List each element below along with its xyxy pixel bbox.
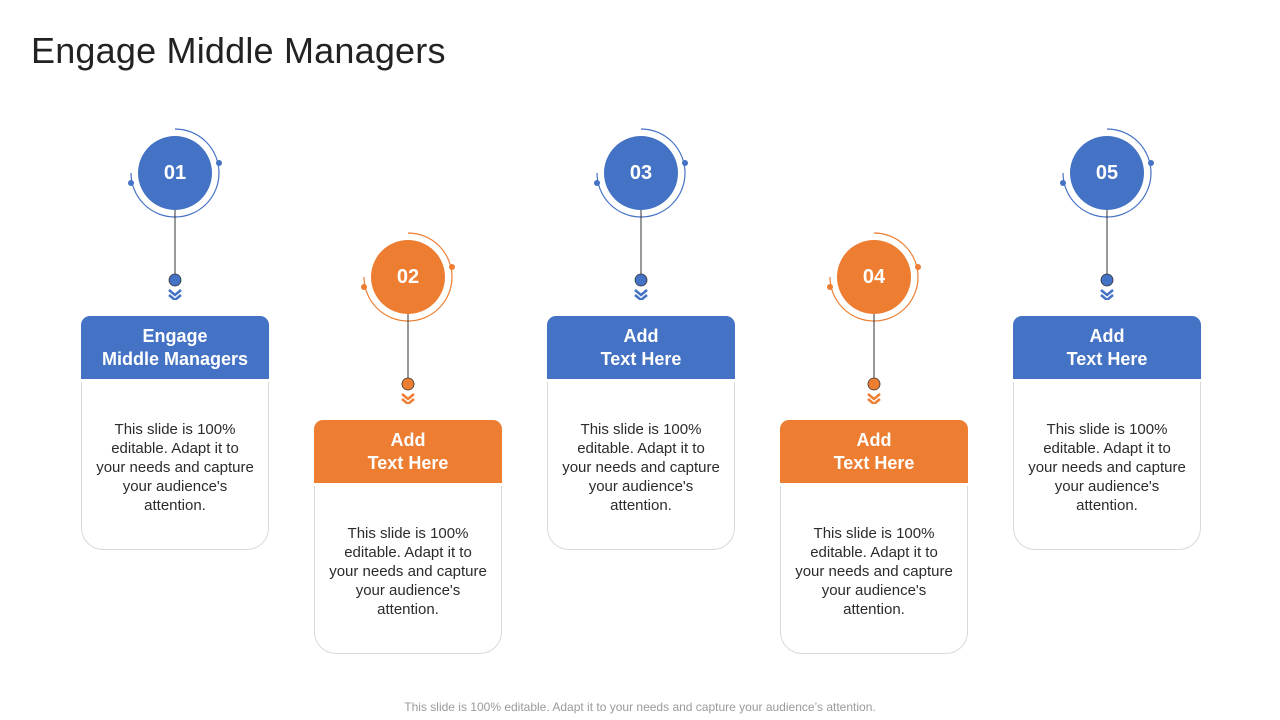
card-description: This slide is 100% editable. Adapt it to… — [96, 421, 254, 514]
connector-arrow — [1097, 210, 1117, 302]
card-body: This slide is 100% editable. Adapt it to… — [81, 382, 269, 550]
card-header: Add Text Here — [780, 420, 968, 483]
card-heading-line1: Add — [390, 429, 426, 450]
step-number: 03 — [604, 136, 678, 210]
step-card: Add Text Here This slide is 100% editabl… — [314, 420, 502, 654]
card-description: This slide is 100% editable. Adapt it to… — [329, 525, 487, 618]
connector-arrow — [631, 210, 651, 302]
card-body: This slide is 100% editable. Adapt it to… — [547, 382, 735, 550]
step-ring: 05 — [1060, 128, 1154, 218]
card-description: This slide is 100% editable. Adapt it to… — [562, 421, 720, 514]
step-ring: 04 — [827, 232, 921, 322]
card-body: This slide is 100% editable. Adapt it to… — [1013, 382, 1201, 550]
card-heading-line2: Middle Managers — [101, 348, 249, 369]
card-header: Add Text Here — [314, 420, 502, 483]
step-number: 04 — [837, 240, 911, 314]
card-heading-line2: Text Here — [1066, 348, 1148, 369]
card-heading-line1: Engage — [142, 325, 208, 346]
step-card: Engage Middle Managers This slide is 100… — [81, 316, 269, 550]
card-heading-line2: Text Here — [600, 348, 682, 369]
card-header: Add Text Here — [547, 316, 735, 379]
step-ring: 03 — [594, 128, 688, 218]
footer-note: This slide is 100% editable. Adapt it to… — [404, 700, 876, 714]
step-number: 02 — [371, 240, 445, 314]
card-description: This slide is 100% editable. Adapt it to… — [1028, 421, 1186, 514]
card-description: This slide is 100% editable. Adapt it to… — [795, 525, 953, 618]
connector-arrow — [398, 314, 418, 406]
step-ring: 02 — [361, 232, 455, 322]
step-ring: 01 — [128, 128, 222, 218]
step-card: Add Text Here This slide is 100% editabl… — [1013, 316, 1201, 550]
step-card: Add Text Here This slide is 100% editabl… — [780, 420, 968, 654]
card-heading-line2: Text Here — [367, 452, 449, 473]
card-heading-line1: Add — [623, 325, 659, 346]
card-header: Add Text Here — [1013, 316, 1201, 379]
card-body: This slide is 100% editable. Adapt it to… — [314, 486, 502, 654]
card-heading-line1: Add — [856, 429, 892, 450]
connector-arrow — [864, 314, 884, 406]
step-number: 01 — [138, 136, 212, 210]
step-number: 05 — [1070, 136, 1144, 210]
card-heading-line2: Text Here — [833, 452, 915, 473]
step-card: Add Text Here This slide is 100% editabl… — [547, 316, 735, 550]
card-heading-line1: Add — [1089, 325, 1125, 346]
page-title: Engage Middle Managers — [31, 30, 446, 71]
connector-arrow — [165, 210, 185, 302]
card-body: This slide is 100% editable. Adapt it to… — [780, 486, 968, 654]
card-header: Engage Middle Managers — [81, 316, 269, 379]
